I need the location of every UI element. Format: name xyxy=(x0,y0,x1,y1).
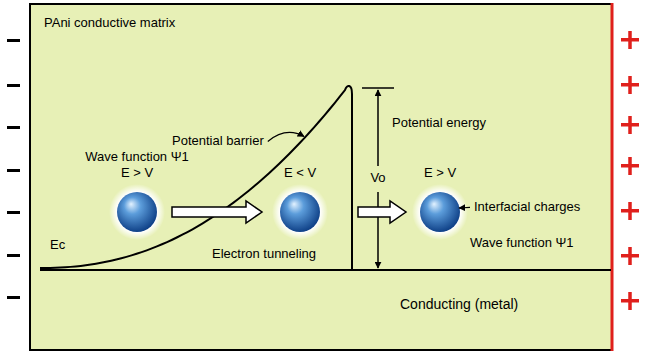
electron-halo xyxy=(412,184,468,240)
minus-sign xyxy=(7,211,20,214)
positive-electrode xyxy=(611,3,614,351)
plus-bar xyxy=(628,157,632,175)
plus-bar xyxy=(628,202,632,220)
region-label: PAni conductive matrix xyxy=(44,16,175,31)
callout-label: Potential barrier xyxy=(172,134,264,149)
minus-sign xyxy=(7,296,20,299)
plus-bar xyxy=(628,31,632,49)
plus-bar xyxy=(628,292,632,310)
dimension-arrow xyxy=(377,90,379,166)
minus-sign xyxy=(7,254,20,257)
minus-sign xyxy=(7,84,20,87)
minus-sign xyxy=(7,126,20,129)
energy-label: E > V xyxy=(424,166,456,181)
axis-label: Potential energy xyxy=(392,116,486,131)
electron-halo xyxy=(109,184,165,240)
energy-label: E > V xyxy=(121,166,153,181)
plus-bar xyxy=(628,116,632,134)
process-label: Electron tunneling xyxy=(212,247,316,262)
electron-sphere xyxy=(117,192,157,232)
minus-sign xyxy=(7,39,20,42)
barrier-wall xyxy=(351,94,353,270)
wave-label: Wave function Ψ1 xyxy=(470,236,574,251)
electron-halo xyxy=(272,184,328,240)
metal-interface xyxy=(40,269,611,271)
matrix-ground xyxy=(30,4,612,350)
dimension-label: Vo xyxy=(370,171,385,186)
wave-label: Wave function Ψ1 xyxy=(85,150,189,165)
callout-label: Interfacial charges xyxy=(474,200,580,215)
negative-charges xyxy=(7,39,20,299)
minus-sign xyxy=(7,169,20,172)
band-label: Ec xyxy=(50,238,65,253)
plus-bar xyxy=(628,247,632,265)
positive-charges xyxy=(621,31,639,310)
dimension-tick xyxy=(362,87,394,89)
energy-label: E < V xyxy=(284,166,316,181)
plus-bar xyxy=(628,76,632,94)
electron-sphere xyxy=(420,192,460,232)
tunneling-arrow xyxy=(172,201,262,223)
tunneling-arrow xyxy=(358,201,406,223)
leader-line xyxy=(459,207,470,209)
electron-sphere xyxy=(280,192,320,232)
dimension-arrow xyxy=(377,192,379,268)
leader-line xyxy=(268,132,304,141)
region-label: Conducting (metal) xyxy=(400,296,518,312)
potential-barrier-curve xyxy=(40,86,352,268)
